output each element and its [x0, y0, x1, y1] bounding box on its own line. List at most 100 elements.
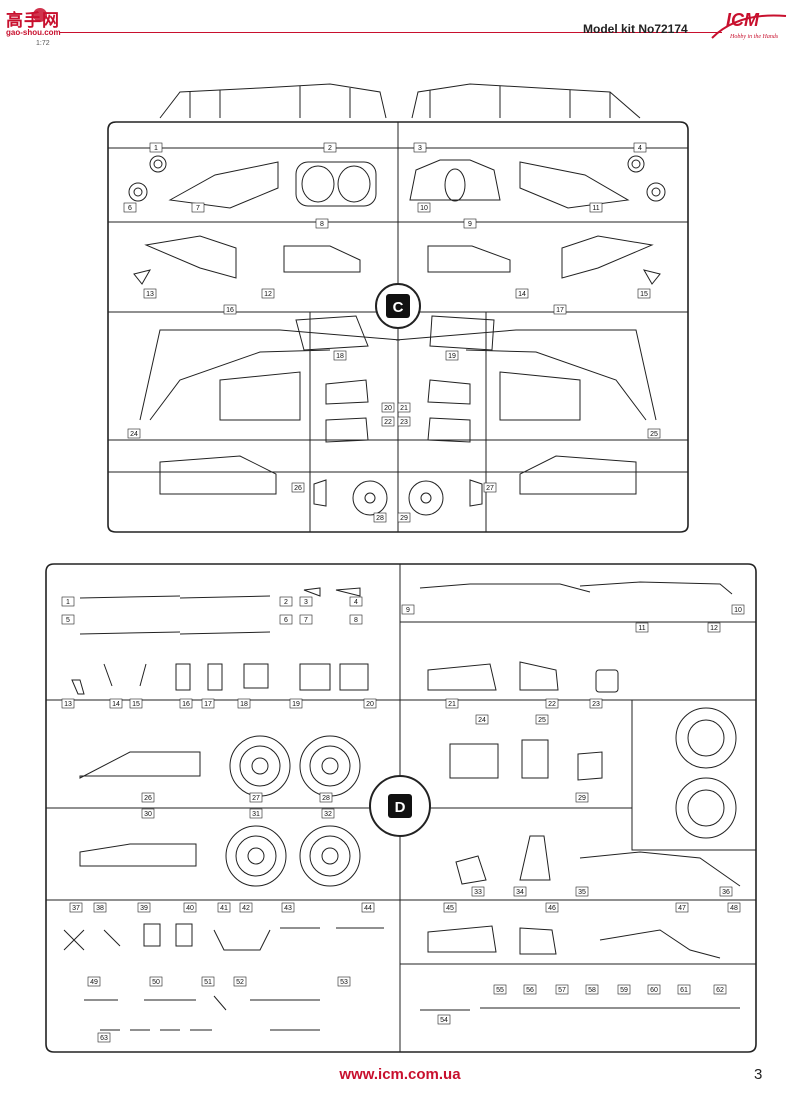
svg-text:48: 48 [730, 905, 738, 912]
sprue-d-part-label-45: 45 [443, 902, 457, 913]
sprue-d-part-label-38: 38 [93, 902, 107, 913]
page-number: 3 [754, 1066, 763, 1083]
svg-text:17: 17 [204, 701, 212, 708]
sprue-d-part-label-26: 26 [141, 792, 155, 803]
sprue-d-part-label-24: 24 [475, 714, 489, 725]
sprue-d-part-label-37: 37 [69, 902, 83, 913]
svg-text:10: 10 [734, 607, 742, 614]
sprue-d-part-label-11: 11 [635, 622, 649, 633]
sprue-c-letter-text: C [393, 299, 404, 316]
svg-text:14: 14 [518, 291, 526, 298]
sprue-c-part-label-11: 11 [589, 202, 603, 213]
sprue-c-part-label-25: 25 [647, 428, 661, 439]
sprue-d-part-label-25: 25 [535, 714, 549, 725]
sprue-d-part-label-10: 10 [731, 604, 745, 615]
sprue-d-part-label-18: 18 [237, 698, 251, 709]
footer-url[interactable]: www.icm.com.ua [339, 1066, 461, 1083]
svg-text:19: 19 [292, 701, 300, 708]
sprue-c-part-label-22: 22 [381, 416, 395, 427]
svg-text:4: 4 [638, 145, 642, 152]
svg-text:2: 2 [284, 599, 288, 606]
svg-text:23: 23 [592, 701, 600, 708]
sprue-d-part-label-46: 46 [545, 902, 559, 913]
sprue-c-part-label-28: 28 [373, 512, 387, 523]
sprue-d-part-label-44: 44 [361, 902, 375, 913]
sprue-d-part-label-49: 49 [87, 976, 101, 987]
svg-text:1: 1 [66, 599, 70, 606]
sprue-d-part-label-21: 21 [445, 698, 459, 709]
svg-text:56: 56 [526, 987, 534, 994]
sprue-c-part-label-12: 12 [261, 288, 275, 299]
svg-text:19: 19 [448, 353, 456, 360]
svg-text:35: 35 [578, 889, 586, 896]
svg-text:11: 11 [638, 625, 645, 632]
svg-text:47: 47 [678, 905, 686, 912]
sprue-c-part-label-29: 29 [397, 512, 411, 523]
sprue-c-part-label-17: 17 [553, 304, 567, 315]
sprue-d-part-label-31: 31 [249, 808, 263, 819]
svg-text:28: 28 [376, 515, 384, 522]
svg-text:21: 21 [448, 701, 456, 708]
sprue-c-part-label-23: 23 [397, 416, 411, 427]
svg-text:55: 55 [496, 987, 504, 994]
svg-text:63: 63 [100, 1035, 108, 1042]
svg-text:7: 7 [304, 617, 308, 624]
football-icon [33, 8, 47, 22]
sprue-c-part-label-6: 6 [123, 202, 137, 213]
svg-text:32: 32 [324, 811, 332, 818]
svg-text:61: 61 [680, 987, 688, 994]
sprue-d-part-label-33: 33 [471, 886, 485, 897]
sprue-c-part-label-3: 3 [413, 142, 427, 153]
sprue-d-part-label-58: 58 [585, 984, 599, 995]
svg-text:25: 25 [538, 717, 546, 724]
svg-text:6: 6 [284, 617, 288, 624]
sprue-d-part-label-47: 47 [675, 902, 689, 913]
svg-text:25: 25 [650, 431, 658, 438]
sprue-c-part-label-10: 10 [417, 202, 431, 213]
svg-text:4: 4 [354, 599, 358, 606]
svg-text:18: 18 [336, 353, 344, 360]
sprue-d-part-label-30: 30 [141, 808, 155, 819]
sprue-d-part-label-59: 59 [617, 984, 631, 995]
svg-text:59: 59 [620, 987, 628, 994]
svg-text:51: 51 [204, 979, 212, 986]
svg-text:26: 26 [144, 795, 152, 802]
svg-text:13: 13 [64, 701, 72, 708]
svg-text:36: 36 [722, 889, 730, 896]
logo-text: ICM [726, 10, 759, 30]
svg-text:41: 41 [220, 905, 228, 912]
sprue-d-part-label-53: 53 [337, 976, 351, 987]
svg-text:26: 26 [294, 485, 302, 492]
sprue-c-part-label-7: 7 [191, 202, 205, 213]
sprue-d-part-label-13: 13 [61, 698, 75, 709]
sprue-d-part-label-40: 40 [183, 902, 197, 913]
header-rule [60, 32, 722, 33]
sprue-d-part-label-50: 50 [149, 976, 163, 987]
sprue-d-part-label-9: 9 [401, 604, 415, 615]
sprue-d-part-label-17: 17 [201, 698, 215, 709]
sprue-d-part-label-48: 48 [727, 902, 741, 913]
svg-text:6: 6 [128, 205, 132, 212]
sprue-d-part-label-19: 19 [289, 698, 303, 709]
sprue-c-part-label-18: 18 [333, 350, 347, 361]
watermark-url: gao-shou.com [6, 28, 61, 37]
sprue-d-part-label-57: 57 [555, 984, 569, 995]
svg-text:43: 43 [284, 905, 292, 912]
sprue-d-part-label-27: 27 [249, 792, 263, 803]
sprue-c-part-label-1: 1 [149, 142, 163, 153]
svg-text:21: 21 [400, 405, 408, 412]
svg-text:9: 9 [468, 221, 472, 228]
svg-text:2: 2 [328, 145, 332, 152]
svg-text:27: 27 [486, 485, 494, 492]
svg-text:12: 12 [710, 625, 718, 632]
svg-text:12: 12 [264, 291, 272, 298]
sprue-d-part-label-62: 62 [713, 984, 727, 995]
svg-text:16: 16 [226, 307, 234, 314]
svg-text:62: 62 [716, 987, 724, 994]
sprue-c-part-label-2: 2 [323, 142, 337, 153]
